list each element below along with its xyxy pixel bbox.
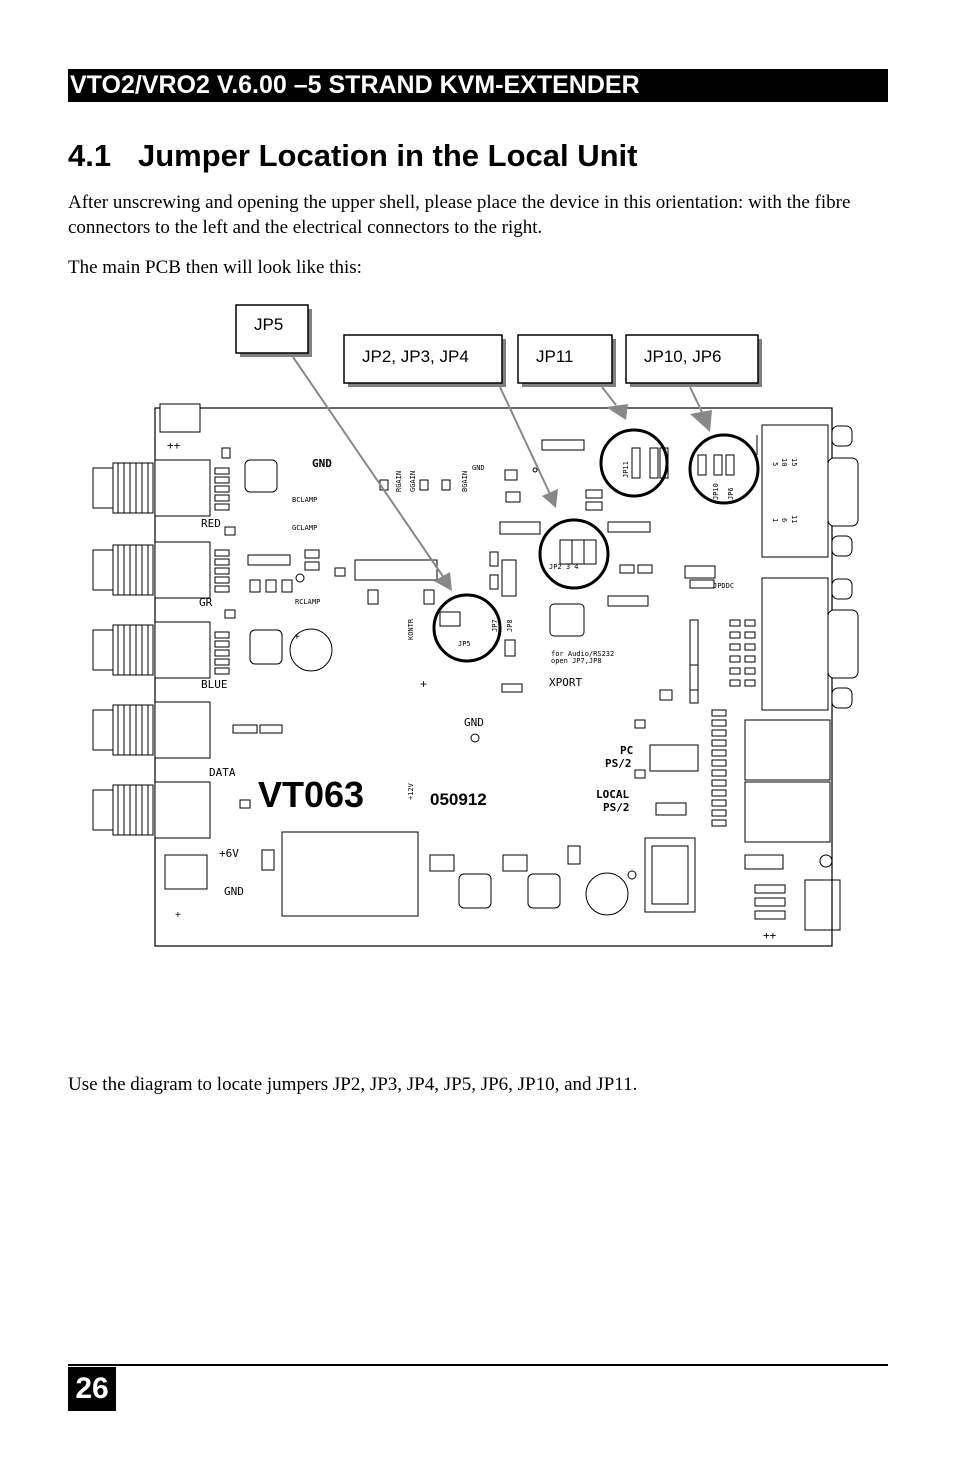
callout-jp11: JP11 [517, 334, 616, 387]
gnd-bottom-label: GND [224, 885, 244, 898]
pin-1-label: 1 [771, 518, 779, 522]
pin-6-label: 6 [780, 518, 788, 522]
pin-10-label: 10 [780, 458, 788, 466]
jp5-silk-label: JP5 [458, 640, 471, 648]
callout-arrows [292, 356, 712, 591]
usage-paragraph: Use the diagram to locate jumpers JP2, J… [68, 1074, 638, 1095]
local-ps2-label: PS/2 [603, 801, 630, 814]
bnc-connector-data-2 [92, 781, 211, 839]
callout-jp234-label: JP2, JP3, JP4 [362, 347, 469, 366]
jp7-label: JP7 [491, 619, 499, 632]
bnc-connector-data-1 [92, 701, 211, 759]
pc-ps2-label: PS/2 [605, 757, 632, 770]
bnc-connector-red [92, 459, 211, 517]
page-number: 26 [68, 1367, 116, 1411]
section-heading: 4.1 Jumper Location in the Local Unit [68, 136, 637, 176]
callout-jp5: JP5 [235, 304, 312, 357]
audio-note-line-1: for Audio/RS232 [551, 650, 614, 658]
gnd-mid-label: GND [464, 716, 484, 729]
jpddc-label: JPDDC [713, 582, 734, 590]
highlight-jp5 [432, 593, 502, 663]
plus-plus-top-label: ++ [167, 439, 181, 452]
callout-jp234: JP2, JP3, JP4 [343, 334, 506, 387]
plus-sign-power: + [175, 910, 181, 921]
callout-jp5-label: JP5 [254, 315, 283, 334]
pcb-intro-paragraph: The main PCB then will look like this: [68, 257, 362, 278]
silkscreen-labels: ++ GND RED GR BLUE DATA BCLAMP GCLAMP RC… [167, 439, 798, 942]
gnd-small-label: GND [472, 464, 485, 472]
highlight-jp10-jp6 [688, 433, 760, 505]
bnc-connectors [92, 459, 211, 839]
ggain-label: GGAIN [409, 471, 417, 492]
local-label: LOCAL [596, 788, 629, 801]
plus-6v-label: +6V [219, 847, 239, 860]
jp2-row-label: JP2 3 4 [549, 563, 579, 571]
gnd-top-label: GND [312, 457, 332, 470]
kontr-label: KONTR [407, 618, 415, 640]
jp10-silk-label: JP10 [712, 483, 720, 500]
running-header: VTO2/VRO2 V.6.00 –5 STRAND KVM-EXTENDER [68, 69, 888, 102]
callout-jp10-jp6-label: JP10, JP6 [644, 347, 722, 366]
gr-label: GR [199, 596, 213, 609]
board-date-label: 050912 [430, 790, 487, 809]
bclamp-label: BCLAMP [292, 496, 317, 504]
pc-label: PC [620, 744, 633, 757]
highlight-jp11 [599, 428, 669, 498]
callout-jp11-label: JP11 [536, 347, 574, 366]
mounting-hole-2 [470, 733, 480, 743]
plus-plus-bottom-label: ++ [763, 929, 777, 942]
pcb-outline [154, 407, 833, 947]
plus-sign-board: + [420, 677, 427, 691]
section-number: 4.1 [68, 138, 112, 173]
dsub-connectors [744, 424, 859, 843]
plus-sign-cap: + [294, 632, 300, 643]
jp8-label: JP8 [506, 619, 514, 632]
jp11-silk-label: JP11 [622, 461, 630, 478]
pin-5-label: 5 [771, 462, 779, 466]
mounting-hole-1 [295, 573, 305, 583]
data-label: DATA [209, 766, 236, 779]
mounting-hole-4 [532, 467, 538, 473]
bgain-label: BGAIN [461, 471, 469, 492]
xport-label: XPORT [549, 676, 582, 689]
mounting-hole-3 [627, 870, 637, 880]
section-title: Jumper Location in the Local Unit [138, 138, 638, 173]
rclamp-label: RCLAMP [295, 598, 320, 606]
highlight-jp234 [538, 518, 610, 590]
passive-components [164, 439, 841, 931]
pin-11-label: 11 [790, 515, 798, 523]
pin-15-label: 15 [790, 458, 798, 466]
board-name-label: VT063 [258, 774, 364, 815]
audio-note-line-2: open JP7,JP8 [551, 657, 602, 665]
rgain-label: RGAIN [395, 471, 403, 492]
mounting-tab [159, 403, 201, 433]
red-label: RED [201, 517, 221, 530]
footer-rule [68, 1364, 888, 1366]
pcb-diagram: JP5 JP2, JP3, JP4 JP11 JP10, JP6 [92, 304, 859, 947]
plus-12v-label: +12V [407, 782, 415, 800]
bnc-connector-green [92, 541, 211, 599]
blue-label: BLUE [201, 678, 228, 691]
bnc-connector-blue [92, 621, 211, 679]
jp6-silk-label: JP6 [727, 487, 735, 500]
callout-jp10-jp6: JP10, JP6 [625, 334, 762, 387]
gclamp-label: GCLAMP [292, 524, 317, 532]
intro-paragraph: After unscrewing and opening the upper s… [68, 192, 851, 238]
